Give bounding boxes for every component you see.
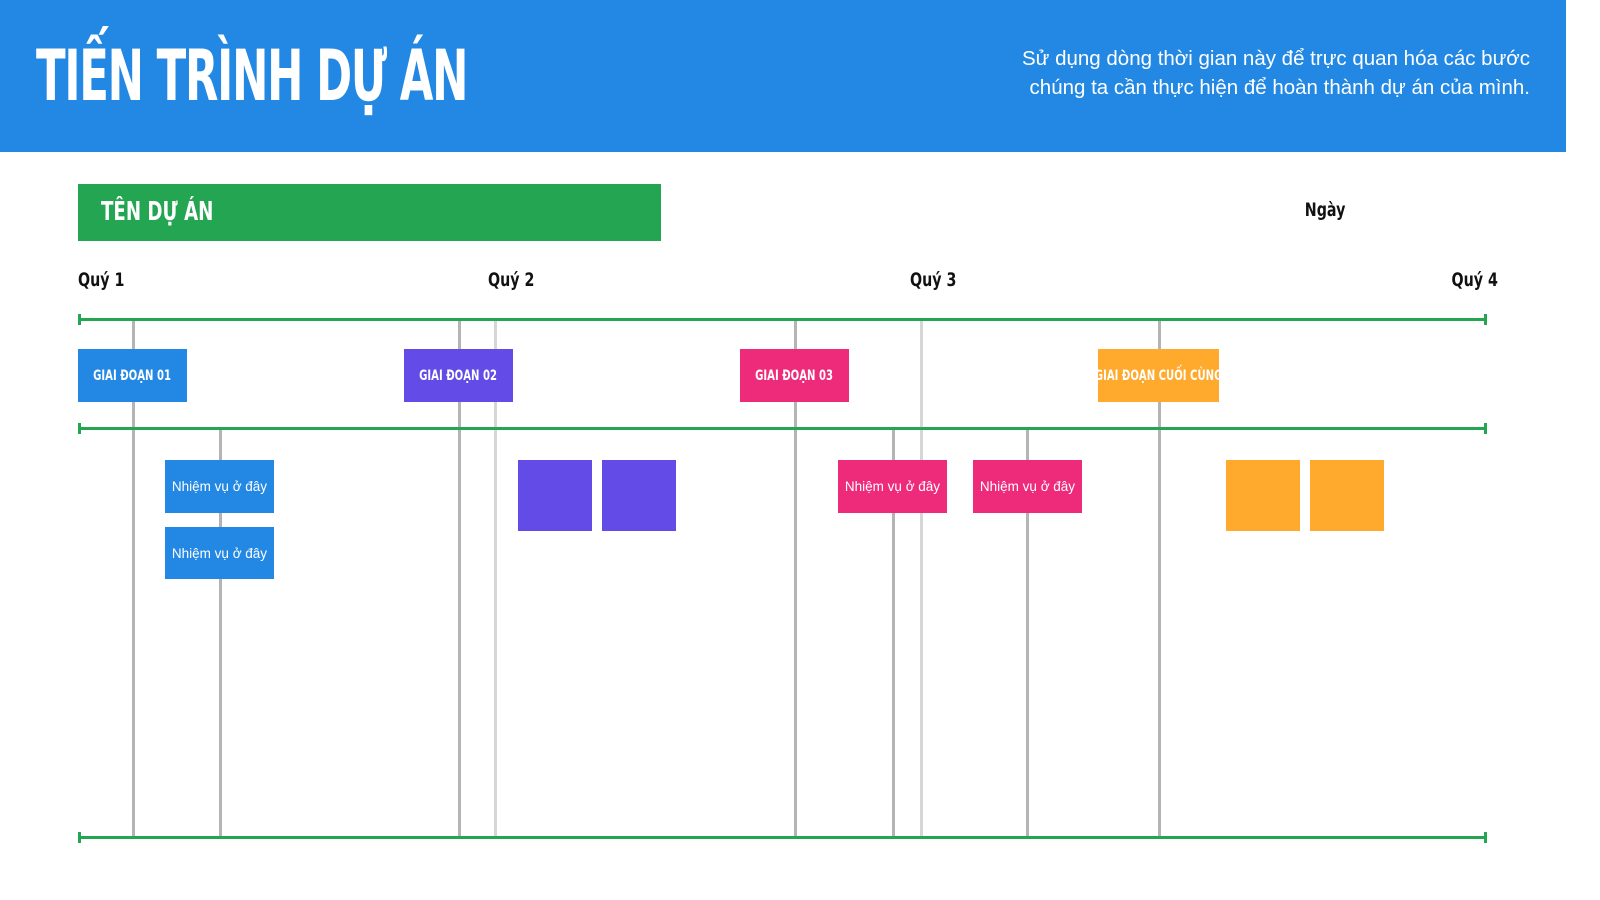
phase-02[interactable]: GIAI ĐOẠN 02 — [404, 349, 513, 402]
task-card[interactable]: Nhiệm vụ ở đây — [165, 460, 274, 513]
guide-line — [920, 319, 923, 838]
quarter-label-3: Quý 3 — [910, 269, 957, 291]
task-card[interactable]: Nhiệm vụ ở đây — [973, 460, 1082, 513]
guide-line — [794, 319, 797, 838]
phase-02-label: GIAI ĐOẠN 02 — [419, 367, 498, 384]
phase-01[interactable]: GIAI ĐOẠN 01 — [78, 349, 187, 402]
guide-line — [494, 319, 497, 838]
header-band — [0, 0, 1566, 152]
guide-line — [132, 319, 135, 838]
phase-03-label: GIAI ĐOẠN 03 — [755, 367, 834, 384]
sticky-note[interactable] — [1226, 460, 1300, 531]
quarter-label-4: Quý 4 — [1451, 269, 1498, 291]
date-label[interactable]: Ngày — [1304, 199, 1346, 221]
sticky-note[interactable] — [1310, 460, 1384, 531]
quarter-label-1: Quý 1 — [78, 269, 125, 291]
guide-line — [1026, 428, 1029, 838]
timeline-axis-middle — [78, 423, 1487, 434]
sticky-note[interactable] — [602, 460, 676, 531]
page-title: TIẾN TRÌNH DỰ ÁN — [36, 35, 468, 117]
task-card[interactable]: Nhiệm vụ ở đây — [165, 527, 274, 579]
sticky-note[interactable] — [518, 460, 592, 531]
phase-01-label: GIAI ĐOẠN 01 — [93, 367, 172, 384]
guide-line — [1158, 319, 1161, 838]
task-label: Nhiệm vụ ở đây — [979, 479, 1076, 494]
project-name-bar[interactable] — [78, 184, 661, 241]
timeline-axis-bottom — [78, 832, 1487, 843]
task-label: Nhiệm vụ ở đây — [844, 479, 941, 494]
timeline-axis-top — [78, 314, 1487, 325]
phase-final-label: GIAI ĐOẠN CUỐI CÙNG — [1098, 367, 1219, 384]
phase-final[interactable]: GIAI ĐOẠN CUỐI CÙNG — [1098, 349, 1219, 402]
task-label: Nhiệm vụ ở đây — [171, 479, 268, 494]
task-card[interactable]: Nhiệm vụ ở đây — [838, 460, 947, 513]
quarter-label-2: Quý 2 — [488, 269, 535, 291]
project-name[interactable]: TÊN DỰ ÁN — [101, 197, 214, 227]
guide-line — [892, 428, 895, 838]
guide-line — [219, 428, 222, 838]
page-subtitle: Sử dụng dòng thời gian này để trực quan … — [1022, 47, 1530, 99]
guide-line — [458, 319, 461, 838]
phase-03[interactable]: GIAI ĐOẠN 03 — [740, 349, 849, 402]
task-label: Nhiệm vụ ở đây — [171, 545, 268, 561]
